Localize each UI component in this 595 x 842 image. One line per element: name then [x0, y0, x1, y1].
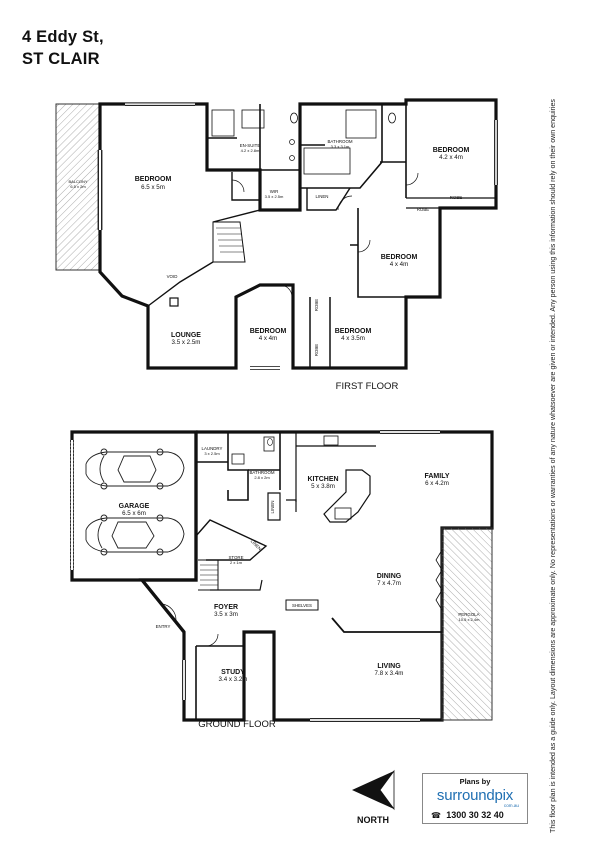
room-name: BATHROOM	[327, 139, 352, 144]
north-arrow-icon	[352, 769, 395, 811]
room-dims: 5 x 3.8m	[311, 483, 335, 490]
room-name: BEDROOM	[250, 328, 287, 335]
room-name: BEDROOM	[335, 328, 372, 335]
logo-brand: surroundpix	[436, 787, 514, 804]
room-dims: 2.8 x 2m	[254, 475, 270, 480]
room-name: VOID	[167, 274, 178, 279]
room-name: KITCHEN	[307, 476, 338, 483]
address-line-2: ST CLAIR	[22, 50, 100, 68]
room-name: BATHROOM	[249, 470, 274, 475]
room-dims: 6.5 x 6m	[122, 510, 146, 517]
car-icon	[85, 514, 185, 556]
phone-icon: ☎	[431, 811, 441, 820]
ground-floor-label: GROUND FLOOR	[198, 719, 276, 730]
room-dims: 4.2 x 4m	[439, 154, 463, 161]
logo-phone: 1300 30 32 40	[446, 810, 504, 820]
room-name: ROBE	[417, 207, 430, 212]
room-name: BALCONY	[68, 179, 87, 184]
room-name: STUDY	[221, 669, 245, 676]
room-name: PERGOLA	[458, 612, 479, 617]
room-dims: 6.5 x 5m	[141, 184, 165, 191]
room-dims: 3.5 x 3m	[214, 611, 238, 618]
room-name: BEDROOM	[135, 176, 172, 183]
address-line-1: 4 Eddy St,	[22, 28, 104, 46]
room-dims: 4 x 4m	[259, 335, 278, 342]
balcony-area	[55, 103, 101, 271]
room-name: LINEN	[316, 194, 329, 199]
room-name: LAUNDRY	[202, 446, 223, 451]
first-floor-plan	[55, 98, 498, 370]
room-dims: 6 x 4.2m	[425, 480, 449, 487]
room-dims: 3 x 2.5m	[204, 451, 220, 456]
room-name: ROBE	[314, 299, 319, 312]
entry-label: ENTRY	[156, 624, 171, 629]
room-name: LINEN	[250, 539, 263, 552]
room-dims: 10.5 x 2.4m	[459, 617, 481, 622]
disclaimer-text: This floor plan is intended as a guide o…	[549, 99, 557, 833]
room-dims: 7.8 x 3.4m	[375, 670, 404, 677]
room-dims: 4 x 4m	[390, 261, 409, 268]
room-name: BEDROOM	[381, 254, 418, 261]
room-name: ROBE	[314, 344, 319, 357]
room-dims: 6.5 x 2m	[70, 184, 86, 189]
room-name: EN-SUITE	[240, 143, 261, 148]
logo-domain: com.au	[503, 803, 519, 808]
room-dims: 3.5 x 2.5m	[172, 339, 201, 346]
room-name: WIR	[270, 189, 279, 194]
room-name: LIVING	[377, 663, 401, 670]
room-name: DINING	[377, 573, 402, 580]
room-name: ROBE	[450, 195, 463, 200]
room-name: STORE	[228, 555, 243, 560]
room-name: FAMILY	[424, 473, 449, 480]
first-floor-label: FIRST FLOOR	[336, 381, 399, 392]
ground-floor-labels: GARAGE 6.5 x 6m LAUNDRY 3 x 2.5m BATHROO…	[119, 446, 480, 730]
room-dims: 4 x 3.5m	[341, 335, 365, 342]
room-name: GARAGE	[119, 503, 150, 510]
room-dims: 2 x 1m	[230, 560, 243, 565]
room-name: BEDROOM	[433, 147, 470, 154]
room-name: LINEN	[270, 501, 275, 514]
room-name: FOYER	[214, 604, 238, 611]
ground-floor-plan	[70, 430, 494, 722]
company-logo: Plans by surroundpix com.au ☎ 1300 30 32…	[422, 773, 528, 824]
room-dims: 7 x 4.7m	[377, 580, 401, 587]
logo-heading: Plans by	[459, 777, 491, 786]
room-name: SHELVES	[292, 603, 312, 608]
north-label: NORTH	[357, 815, 389, 825]
room-dims: 3.3 x 3.1m	[331, 144, 350, 149]
room-dims: 4.2 x 2.8m	[241, 148, 260, 153]
first-floor-labels: BALCONY 6.5 x 2m BEDROOM 6.5 x 5m EN-SUI…	[68, 139, 469, 392]
room-dims: 3.4 x 3.2m	[219, 676, 248, 683]
room-name: LOUNGE	[171, 332, 201, 339]
car-icon	[85, 448, 185, 490]
room-dims: 3.5 x 2.5m	[265, 194, 284, 199]
